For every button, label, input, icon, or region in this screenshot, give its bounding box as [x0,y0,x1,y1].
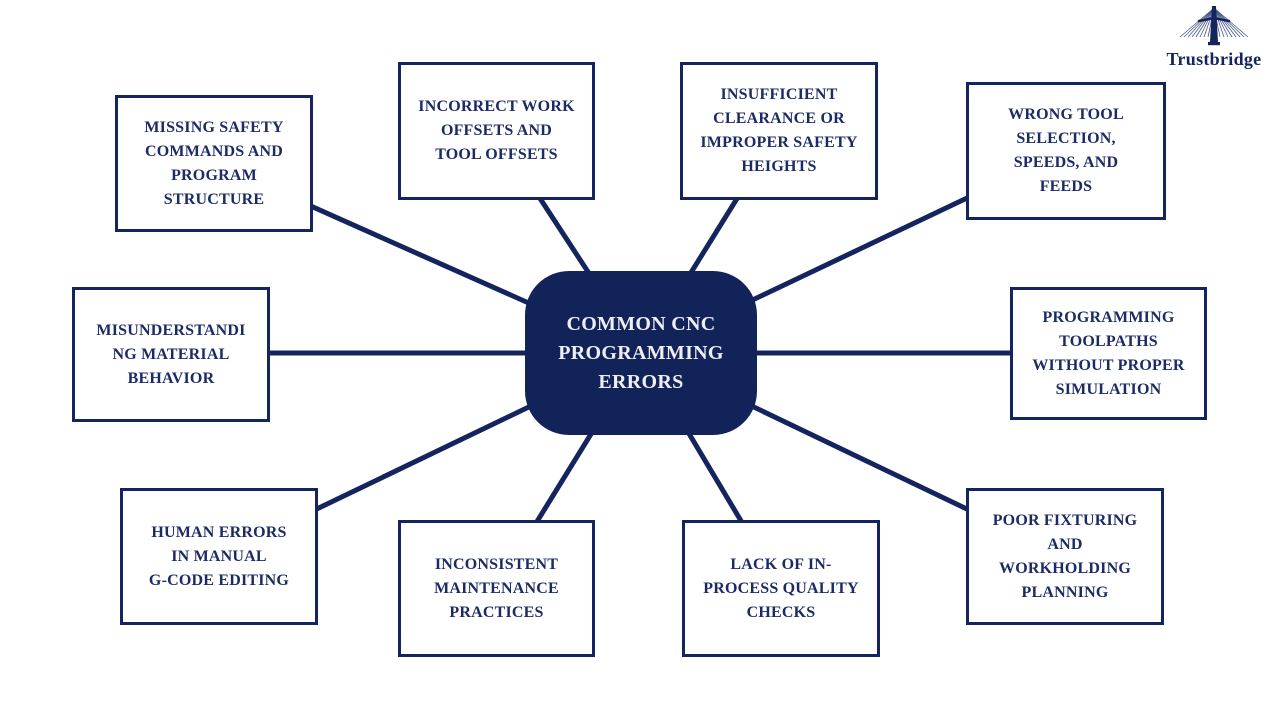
node-wrong-tool-selection: WRONG TOOL SELECTION, SPEEDS, AND FEEDS [966,82,1166,220]
node-missing-safety-commands: MISSING SAFETY COMMANDS AND PROGRAM STRU… [115,95,313,232]
node-misunderstanding-material: MISUNDERSTANDI NG MATERIAL BEHAVIOR [72,287,270,422]
node-label: POOR FIXTURING AND WORKHOLDING PLANNING [992,511,1138,601]
brand-name: Trustbridge [1166,49,1262,69]
bridge-logo-icon [1179,6,1249,46]
node-label: LACK OF IN- PROCESS QUALITY CHECKS [703,555,859,621]
node-incorrect-work-offsets: INCORRECT WORK OFFSETS AND TOOL OFFSETS [398,62,595,200]
node-insufficient-clearance: INSUFFICIENT CLEARANCE OR IMPROPER SAFET… [680,62,878,200]
node-label: HUMAN ERRORS IN MANUAL G-CODE EDITING [148,523,290,589]
node-label: INCORRECT WORK OFFSETS AND TOOL OFFSETS [418,98,575,163]
node-label: MISUNDERSTANDI NG MATERIAL BEHAVIOR [96,321,246,387]
node-label: INCONSISTENT MAINTENANCE PRACTICES [434,555,559,621]
center-hub-label: COMMON CNC PROGRAMMING ERRORS [558,312,724,393]
brand-logo: Trustbridge [1158,4,1270,70]
center-hub: COMMON CNC PROGRAMMING ERRORS [525,271,757,435]
node-label: PROGRAMMING TOOLPATHS WITHOUT PROPER SIM… [1032,308,1185,398]
node-label: INSUFFICIENT CLEARANCE OR IMPROPER SAFET… [700,86,858,175]
node-poor-fixturing-workholding: POOR FIXTURING AND WORKHOLDING PLANNING [966,488,1164,625]
node-programming-toolpaths: PROGRAMMING TOOLPATHS WITHOUT PROPER SIM… [1010,287,1207,420]
node-label: MISSING SAFETY COMMANDS AND PROGRAM STRU… [144,118,284,208]
node-label: WRONG TOOL SELECTION, SPEEDS, AND FEEDS [1008,106,1124,195]
node-human-errors-gcode: HUMAN ERRORS IN MANUAL G-CODE EDITING [120,488,318,625]
node-inconsistent-maintenance: INCONSISTENT MAINTENANCE PRACTICES [398,520,595,657]
node-lack-of-in-process-checks: LACK OF IN- PROCESS QUALITY CHECKS [682,520,880,657]
